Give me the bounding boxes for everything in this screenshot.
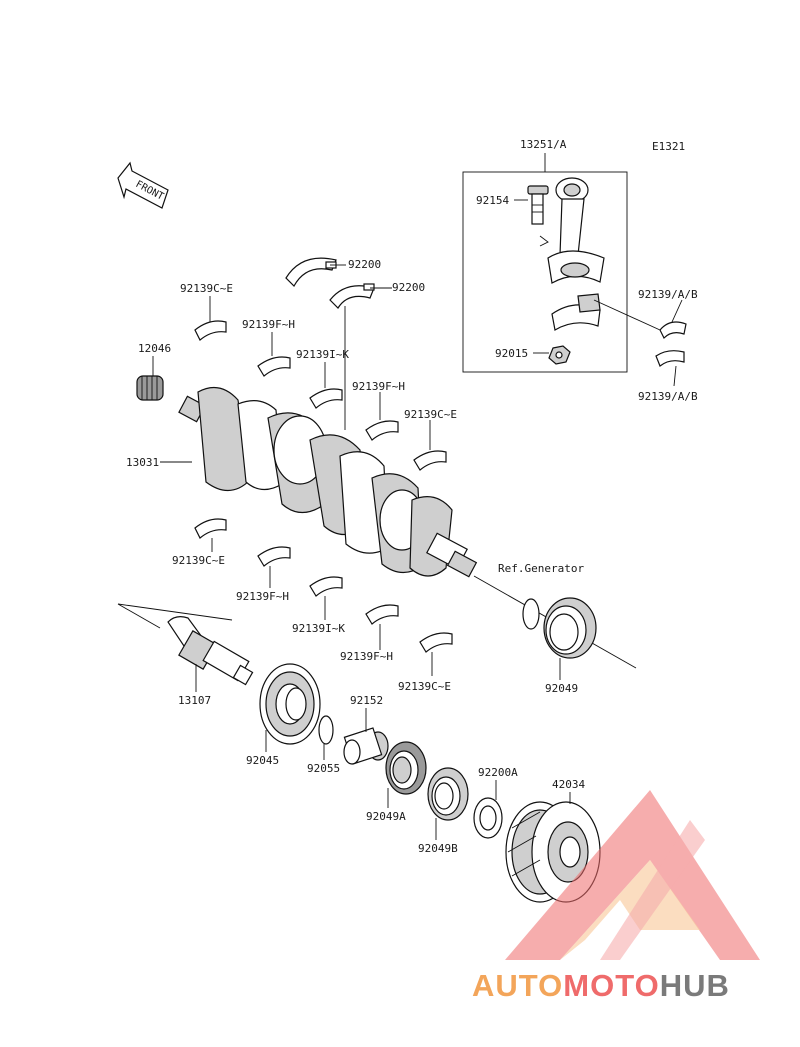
watermark-brand-a: AUTO xyxy=(472,968,563,1003)
bearing-upper-1 xyxy=(194,320,227,341)
label-thrust-2: 92200 xyxy=(392,281,425,294)
label-bearing-fh-upper-1: 92139F~H xyxy=(242,318,295,331)
bearing-lower-5 xyxy=(419,632,453,653)
label-bearing-ik-lower: 92139I~K xyxy=(292,622,345,635)
bearing-lower-2 xyxy=(257,546,291,567)
bearing-upper-5 xyxy=(413,450,447,471)
watermark-text: AUTOMOTOHUB xyxy=(472,968,730,1003)
conrod-cap-part xyxy=(551,293,601,331)
label-bearing-ce-upper: 92139C~E xyxy=(180,282,233,295)
conrod-part xyxy=(547,177,605,284)
bearing-lower-1 xyxy=(194,518,227,539)
oil-seal-a-part xyxy=(385,741,427,795)
label-bearing-ce-lower-1: 92139C~E xyxy=(172,554,225,567)
label-bearing-fh-lower-1: 92139F~H xyxy=(236,590,289,603)
label-bearing-fh-lower-2: 92139F~H xyxy=(340,650,393,663)
diagram-code: E1321 xyxy=(652,140,685,153)
svg-text:AUTOMOTOHUB: AUTOMOTOHUB xyxy=(472,968,730,1003)
label-conrod-bearing-top: 92139/A/B xyxy=(638,288,698,301)
thrust-washer-1 xyxy=(285,257,337,287)
label-ref-generator: Ref.Generator xyxy=(498,562,584,575)
label-conrod-assy: 13251/A xyxy=(520,138,567,151)
collar-part xyxy=(343,727,389,765)
label-oil-seal-a: 92049A xyxy=(366,810,406,823)
label-shaft: 13107 xyxy=(178,694,211,707)
bearing-upper-3 xyxy=(309,388,343,409)
label-crankshaft: 13031 xyxy=(126,456,159,469)
thrust-washer-2 xyxy=(329,283,375,309)
bearing-upper-4 xyxy=(365,420,399,441)
bearing-upper-2 xyxy=(257,356,291,377)
front-arrow-icon: FRONT xyxy=(117,161,169,209)
oil-seal-right-part xyxy=(543,597,597,659)
label-nut: 92015 xyxy=(495,347,528,360)
watermark-brand-c: HUB xyxy=(660,968,730,1003)
label-washer: 92200A xyxy=(478,766,518,779)
label-ball-bearing: 92045 xyxy=(246,754,279,767)
bearing-lower-4 xyxy=(365,604,399,625)
nut-part xyxy=(548,345,571,365)
needle-bearing-part xyxy=(136,375,164,401)
conrod-group: 13251/A 92154 92015 xyxy=(462,138,628,373)
label-bearing-ik-upper: 92139I~K xyxy=(296,348,349,361)
label-bearing-ce-lower-2: 92139C~E xyxy=(398,680,451,693)
label-needle-bearing: 12046 xyxy=(138,342,171,355)
label-conrod-bearing-bottom: 92139/A/B xyxy=(638,390,698,403)
conrod-bearing-top xyxy=(659,321,687,340)
conrod-bearing-bottom xyxy=(655,350,685,367)
label-oil-seal-right: 92049 xyxy=(545,682,578,695)
oil-seal-b-part xyxy=(427,767,469,821)
label-oring: 92055 xyxy=(307,762,340,775)
watermark-brand-b: MOTO xyxy=(563,968,659,1003)
shaft-part xyxy=(167,616,254,686)
washer-part xyxy=(473,797,503,839)
label-oil-seal-b: 92049B xyxy=(418,842,458,855)
oring-right-part xyxy=(522,598,540,630)
label-bearing-ce-upper-2: 92139C~E xyxy=(404,408,457,421)
oring-part xyxy=(318,715,334,745)
watermark-logo-icon xyxy=(505,790,760,960)
label-collar: 92152 xyxy=(350,694,383,707)
label-thrust-1: 92200 xyxy=(348,258,381,271)
bearing-lower-3 xyxy=(309,576,343,597)
label-bearing-fh-upper-2: 92139F~H xyxy=(352,380,405,393)
bolt-part xyxy=(527,185,549,225)
label-bolt: 92154 xyxy=(476,194,509,207)
crankshaft-part xyxy=(178,386,478,578)
ball-bearing-part xyxy=(259,663,321,745)
label-gear: 42034 xyxy=(552,778,585,791)
